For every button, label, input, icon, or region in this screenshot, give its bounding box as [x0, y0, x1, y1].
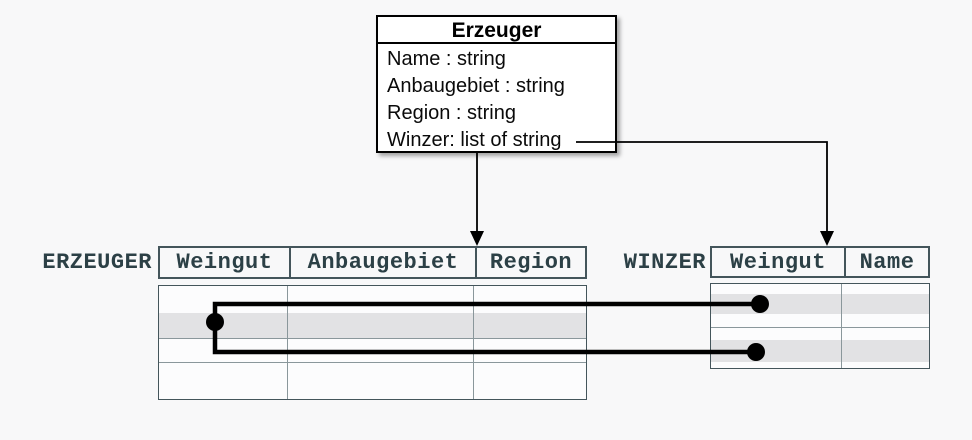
winzer-highlighted-row [711, 294, 929, 314]
winzer-table-body [710, 283, 930, 369]
winzer-table-label: WINZER [623, 250, 706, 275]
arrowhead-down-icon [470, 231, 484, 246]
class-attribute-name: Name : string [387, 48, 506, 70]
winzer-column-weingut: Weingut [730, 249, 826, 275]
class-attribute-list: Name : string Anbaugebiet : string Regio… [378, 44, 615, 154]
class-title: Erzeuger [378, 17, 615, 44]
erzeuger-table-label: ERZEUGER [42, 250, 152, 275]
mapping-arrow-winzer-line [576, 141, 828, 233]
winzer-column-name: Name [844, 248, 928, 276]
class-attribute-anbaugebiet: Anbaugebiet : string [387, 75, 565, 97]
uml-class-box: Erzeuger Name : string Anbaugebiet : str… [376, 15, 617, 153]
row-divider [159, 338, 586, 339]
row-divider [711, 327, 929, 328]
erzeuger-table-header: Weingut Anbaugebiet Region [158, 246, 587, 279]
class-attribute-winzer: Winzer: list of string [387, 129, 562, 151]
erzeuger-column-weingut: Weingut [176, 250, 273, 275]
arrowhead-down-icon [820, 231, 834, 246]
erzeuger-column-region: Region [475, 248, 585, 277]
column-divider [841, 284, 842, 368]
winzer-highlighted-row [711, 340, 929, 362]
column-divider [287, 286, 288, 399]
class-attribute-region: Region : string [387, 102, 516, 124]
erzeuger-column-anbaugebiet: Anbaugebiet [289, 248, 475, 277]
erzeuger-highlighted-row [159, 313, 586, 338]
erzeuger-table-body [158, 285, 587, 400]
row-divider [159, 362, 586, 363]
winzer-table-header: Weingut Name [710, 246, 930, 278]
column-divider [473, 286, 474, 399]
